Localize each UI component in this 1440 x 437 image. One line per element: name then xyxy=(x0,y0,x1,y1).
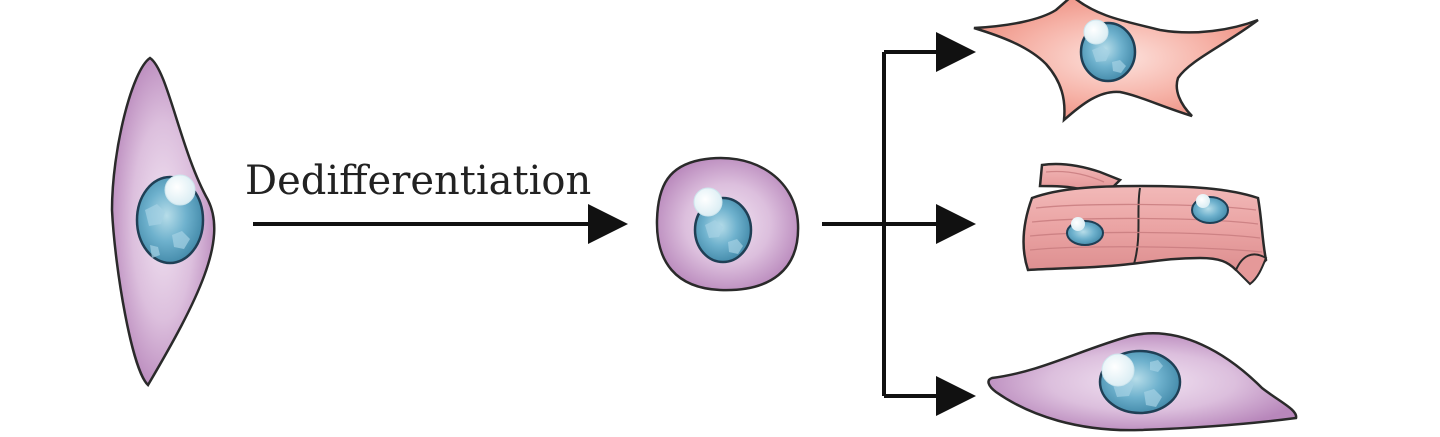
muscle-fiber-cell xyxy=(1022,162,1268,286)
nucleus xyxy=(693,187,753,264)
differentiated-spindle-cell xyxy=(110,56,216,387)
stellate-cell xyxy=(973,0,1259,124)
spindle-cell xyxy=(987,332,1298,432)
nucleus xyxy=(1066,217,1104,246)
muscle-striations xyxy=(1029,170,1263,253)
dedifferentiated-round-cell xyxy=(655,156,800,292)
nucleus xyxy=(1079,19,1137,83)
nucleus xyxy=(1098,349,1182,415)
nucleus xyxy=(1191,194,1229,224)
nucleus xyxy=(135,174,205,265)
dedifferentiation-label: Dedifferentiation xyxy=(245,158,592,204)
branching-arrows xyxy=(822,32,976,416)
